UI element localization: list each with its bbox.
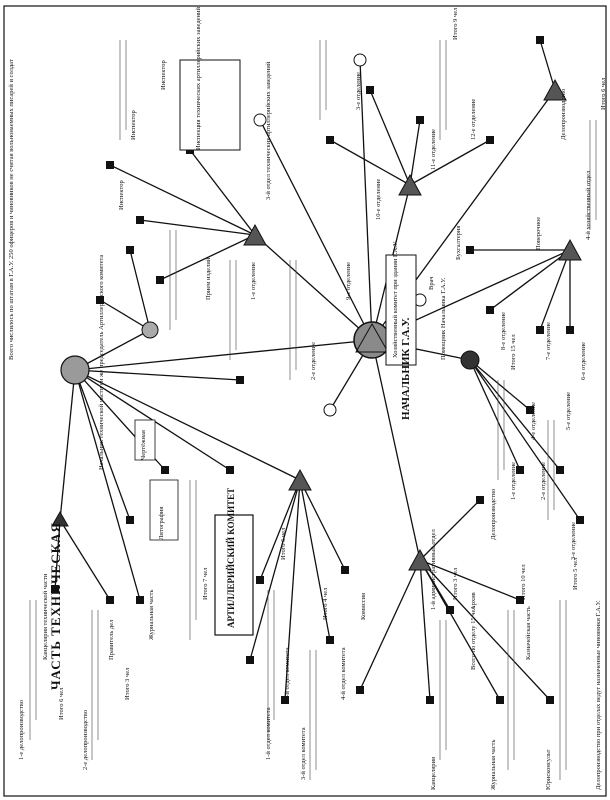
group-total: Итого 10 чел bbox=[520, 564, 527, 600]
group-label: 6-е отделение bbox=[580, 341, 587, 380]
center-node-triangle bbox=[355, 322, 389, 353]
group-label: 12-е отделение bbox=[470, 98, 477, 140]
group-label: 4-е отделение bbox=[530, 401, 537, 440]
group-total: Итого 4 чел bbox=[322, 587, 329, 620]
group-label: 3-е отделение bbox=[570, 521, 577, 560]
admin-department-label: 1-й административный отдел bbox=[430, 529, 437, 610]
group-label: Делопроизводство bbox=[560, 88, 567, 140]
group-total: Итого 9 чел bbox=[452, 7, 459, 40]
group-label: 1-е отделение bbox=[250, 261, 257, 300]
group-label: Канцелярия bbox=[430, 757, 437, 790]
lithography-box bbox=[149, 479, 179, 541]
group-label: 7-е отделение bbox=[545, 321, 552, 360]
group-label: Прием изделий bbox=[205, 257, 212, 300]
group-total: Итого 3 чел bbox=[452, 567, 459, 600]
sub-nodes bbox=[51, 53, 582, 571]
hq-note-box bbox=[385, 254, 417, 366]
ballistics-department-label: 3-й отдел технических артиллерийских зав… bbox=[265, 61, 272, 200]
technical-part-node bbox=[60, 355, 90, 385]
group-label: 11-е отделение bbox=[430, 128, 437, 170]
group-label: Чертёжная bbox=[140, 430, 147, 460]
group-total: Итого 6 чел bbox=[58, 687, 65, 720]
group-total: Итого 6 чел bbox=[600, 77, 607, 110]
group-total: Итого 3 чел bbox=[124, 667, 131, 700]
group-label: 2-й отдел комитета bbox=[284, 647, 291, 700]
committee-box bbox=[214, 514, 254, 636]
group-label: Архив bbox=[470, 592, 477, 610]
footnote-bottom-left: Делопроизводство при отделах ведут назна… bbox=[595, 600, 602, 790]
group-label: Инспектор bbox=[130, 110, 137, 140]
inspection-box bbox=[179, 59, 241, 151]
text-blocks bbox=[29, 40, 597, 780]
group-total: Итого 15 чел bbox=[510, 334, 517, 370]
group-label: Делопроизводство bbox=[490, 488, 497, 540]
group-label: 8-е отделение bbox=[500, 311, 507, 350]
group-total: Итого 7 чел bbox=[202, 567, 209, 600]
group-label: Инспектор bbox=[118, 180, 125, 210]
legend-note: Всего по отделу 15 чел bbox=[470, 606, 477, 670]
technical-part-note: Начальник технической части он же предсе… bbox=[98, 254, 105, 470]
group-label: 2-е делопроизводство bbox=[82, 709, 89, 770]
fourth-department-label: 4-й хозяйственный отдел bbox=[585, 170, 592, 240]
committee-label: АРТИЛЛЕРИЙСКИЙ КОМИТЕТ bbox=[226, 487, 236, 628]
doctor-label: Врач bbox=[428, 276, 435, 290]
group-label: 1-е делопроизводство bbox=[18, 699, 25, 760]
group-label: Инспекция технических артиллерийских зав… bbox=[195, 7, 202, 150]
leaf-squares bbox=[51, 36, 584, 704]
group-label: 1-й отдел комитета bbox=[265, 707, 272, 760]
group-total: Итого 6 чел bbox=[280, 527, 287, 560]
group-label: Правитель дел bbox=[108, 619, 115, 660]
hq-note-label: Хозяйственный комитет при здании Г.А.У. bbox=[392, 240, 399, 358]
group-label: 4-й отдел комитета bbox=[340, 647, 347, 700]
group-label: Журнальная часть bbox=[490, 739, 497, 790]
group-label: Инспектор bbox=[160, 60, 167, 90]
group-label: 2-е отделение bbox=[540, 461, 547, 500]
group-label: 9-е отделение bbox=[345, 261, 352, 300]
group-label: Канцелярия технической части bbox=[42, 573, 49, 660]
deputy-note: Помощник Начальника Г.А.У. bbox=[440, 277, 447, 360]
page-frame bbox=[3, 5, 607, 797]
footnote-right: Всего числилось по штатам в Г.А.У. 250 о… bbox=[8, 59, 15, 360]
group-label: 3-й отдел комитета bbox=[300, 727, 307, 780]
technical-part-title: ЧАСТЬ ТЕХНИЧЕСКАЯ bbox=[48, 522, 63, 690]
group-label: Юрисконсульт bbox=[545, 749, 552, 790]
group-label: Поверочное bbox=[535, 216, 542, 250]
center-node bbox=[353, 321, 391, 359]
group-label: Литография bbox=[158, 506, 165, 540]
group-total: Итого 5 чел bbox=[572, 557, 579, 590]
group-label: 10-е отделение bbox=[375, 178, 382, 220]
group-label: Казначейская часть bbox=[525, 606, 532, 660]
center-node-label: НАЧАЛЬНИК Г.А.У. bbox=[400, 317, 412, 420]
group-label: 1-е отделение bbox=[510, 461, 517, 500]
group-label: 5-е отделение bbox=[565, 391, 572, 430]
group-label: 2-е отделение bbox=[310, 341, 317, 380]
group-label: Журнальная часть bbox=[148, 589, 155, 640]
group-label: 3-е отделение bbox=[355, 71, 362, 110]
drawing-box bbox=[134, 419, 156, 461]
group-label: Бухгалтерия bbox=[455, 225, 462, 260]
group-label: Комиссия bbox=[360, 593, 367, 620]
